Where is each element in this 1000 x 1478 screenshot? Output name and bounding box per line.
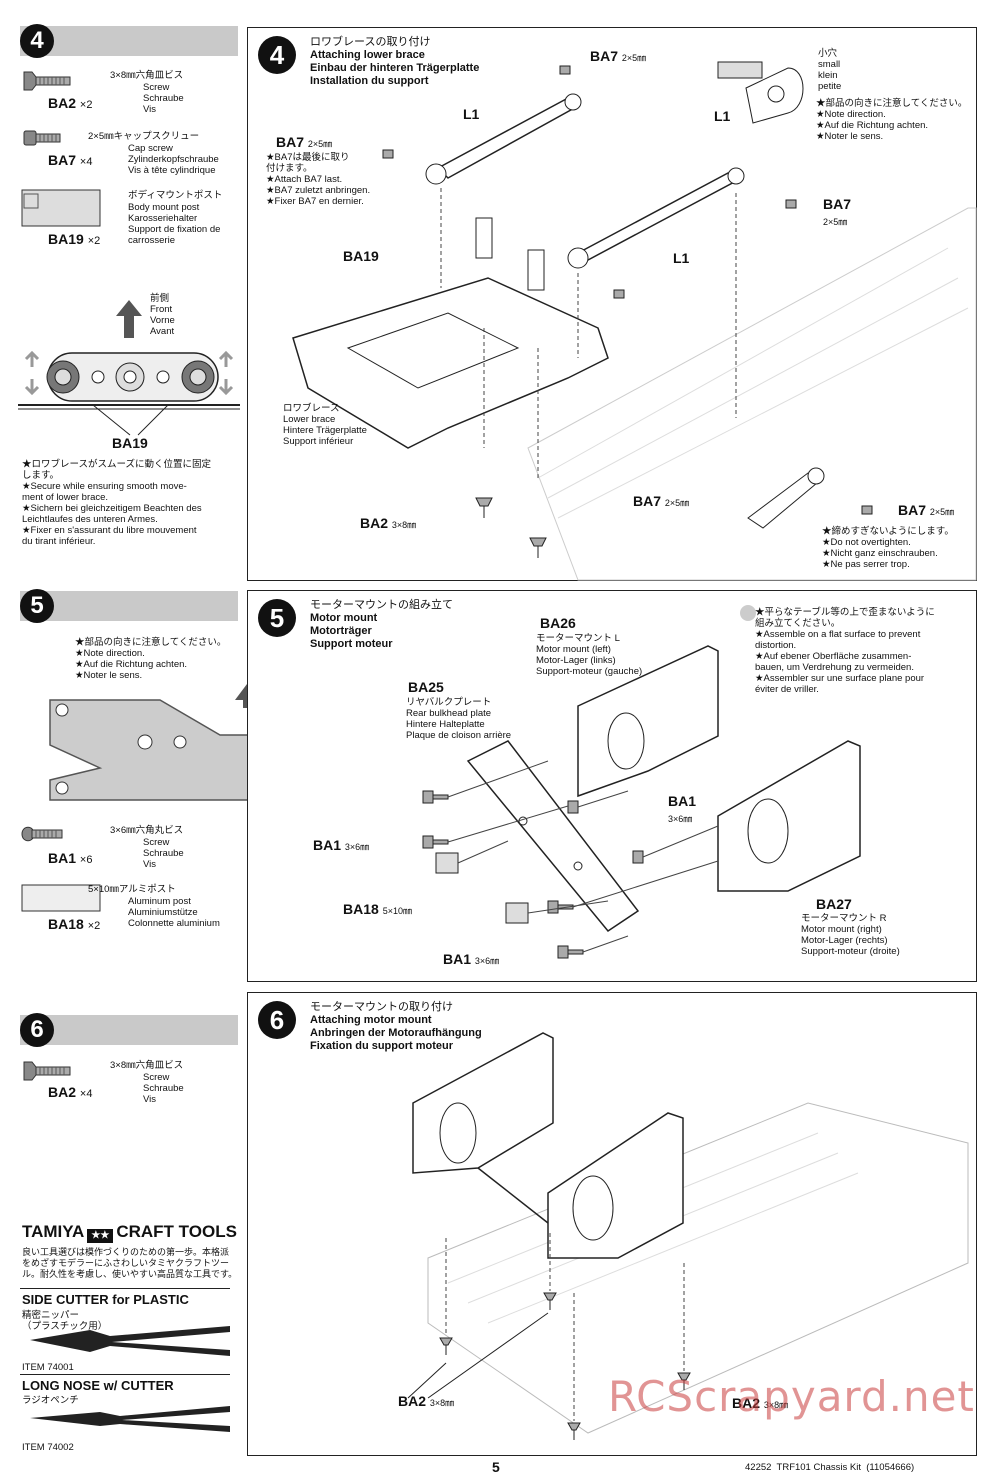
footer-kit-info: 42252 TRF101 Chassis Kit (11054666) xyxy=(745,1462,915,1473)
long-nose-pliers-icon xyxy=(30,1406,230,1432)
front-arrow-icon xyxy=(116,300,142,338)
page-number: 5 xyxy=(492,1459,500,1475)
step5-label-ba26: BA26 xyxy=(540,615,576,631)
step4-overtighten-note: ★締めすぎないようにします。★Do not overtighten.★Nicht… xyxy=(822,526,954,570)
step5-label-ba27: BA27 xyxy=(816,896,852,912)
step4-label-ba7-top: BA7 2×5㎜ xyxy=(590,48,647,64)
step4-label-l1-detail: L1 xyxy=(714,108,731,124)
step4-number: 4 xyxy=(258,36,296,74)
sidebar-step5-number: 5 xyxy=(20,589,54,623)
step4-label-ba19: BA19 xyxy=(343,248,379,264)
tool2-jp: ラジオペンチ xyxy=(22,1395,79,1406)
tool1-item: ITEM 74001 xyxy=(22,1362,74,1373)
sidebar4-ba2-size: 3×8㎜六角皿ビス xyxy=(110,70,184,81)
tamiya-craft-tools-logo: TAMIYA★★CRAFT TOOLS xyxy=(22,1222,237,1243)
watermark: RCScrapyard.net xyxy=(608,1372,975,1421)
step4-direction-note: ★部品の向きに注意してください。★Note direction.★Auf die… xyxy=(816,98,968,142)
step6-number: 6 xyxy=(258,1001,296,1039)
sidebar4-part-ba19: BA19 ×2 xyxy=(48,231,101,247)
tool2-name: LONG NOSE w/ CUTTER xyxy=(22,1378,174,1393)
sidebar4-ba19-label: BA19 xyxy=(112,435,148,451)
sidebar5-ba1-size: 3×6㎜六角丸ビス xyxy=(110,825,184,836)
step4-label-l1-left: L1 xyxy=(463,106,480,122)
countersunk-screw-icon xyxy=(23,1061,71,1081)
step4-label-ba2: BA2 3×8㎜ xyxy=(360,515,417,531)
sidebar5-part-ba1: BA1 ×6 xyxy=(48,850,93,866)
button-head-screw-icon xyxy=(21,826,63,842)
body-mount-post-icon xyxy=(21,189,101,227)
sidebar-step6-number: 6 xyxy=(20,1013,54,1047)
step5-assembly-illustration xyxy=(422,605,861,959)
tool1-jp: 精密ニッパー（プラスチック用） xyxy=(22,1310,108,1332)
tools-divider-1 xyxy=(20,1288,230,1289)
tool1-name: SIDE CUTTER for PLASTIC xyxy=(22,1292,189,1307)
step6-label-ba2-right: BA2 3×8㎜ xyxy=(732,1395,789,1411)
sidebar4-note: ★ロワブレースがスムーズに動く位置に固定します。★Secure while en… xyxy=(22,459,212,547)
step4-ba7-left-note: ★BA7は最後に取り付けます。★Attach BA7 last.★BA7 zul… xyxy=(266,152,371,207)
step4-label-ba7-left: BA7 2×5㎜ xyxy=(276,134,333,150)
step5-label-ba25: BA25 xyxy=(408,679,444,695)
step4-label-l1-right: L1 xyxy=(673,250,690,266)
step5-label-ba1-bottom: BA1 3×6㎜ xyxy=(443,951,500,967)
sidebar4-part-ba7: BA7 ×4 xyxy=(48,152,93,168)
step5-number: 5 xyxy=(258,599,296,637)
step4-label-ba7-bottom: BA7 2×5㎜ xyxy=(633,493,690,509)
sidebar6-ba2-size: 3×8㎜六角皿ビス xyxy=(110,1060,184,1071)
sidebar-step6-header: 6 xyxy=(20,1013,238,1047)
side-cutter-icon xyxy=(30,1326,230,1356)
sidebar-step4-number: 4 xyxy=(20,24,54,58)
tool2-item: ITEM 74002 xyxy=(22,1442,74,1453)
tools-intro: 良い工具選びは模作づくりのための第一歩。本格派をめざすモデラーにふさわしいタミヤ… xyxy=(22,1247,238,1279)
lower-brace-detail-illustration xyxy=(18,350,240,436)
step6-assembly-illustration xyxy=(407,1032,969,1440)
step5-label-ba18: BA18 5×10㎜ xyxy=(343,901,412,917)
sidebar5-part-ba18: BA18 ×2 xyxy=(48,916,101,932)
sidebar6-part-ba2: BA2 ×4 xyxy=(48,1084,93,1100)
step4-assembly-illustration xyxy=(292,61,977,581)
tools-divider-2 xyxy=(20,1374,230,1375)
sidebar-step5-header: 5 xyxy=(20,589,238,623)
step4-label-ba7-detail: BA7 2×5㎜ xyxy=(898,502,955,518)
step5-label-ba1-left: BA1 3×6㎜ xyxy=(313,837,370,853)
countersunk-screw-icon xyxy=(23,71,71,91)
cap-screw-icon xyxy=(23,130,61,146)
sidebar5-ba18-size: 5×10㎜アルミポスト xyxy=(88,884,176,895)
sidebar5-note: ★部品の向きに注意してください。★Note direction.★Auf die… xyxy=(75,637,227,681)
sidebar4-ba7-size: 2×5㎜キャップスクリュー xyxy=(88,131,200,142)
step5-flat-surface-note: ★平らなテーブル等の上で歪まないように組み立てください。★Assemble on… xyxy=(755,607,935,695)
sidebar4-ba19-size: ボディマウントポスト xyxy=(128,190,223,201)
sidebar4-part-ba2: BA2 ×2 xyxy=(48,95,93,111)
sidebar-step4-header: 4 xyxy=(20,24,238,58)
step6-label-ba2-left: BA2 3×8㎜ xyxy=(398,1393,455,1409)
aluminum-post-icon xyxy=(21,884,101,912)
